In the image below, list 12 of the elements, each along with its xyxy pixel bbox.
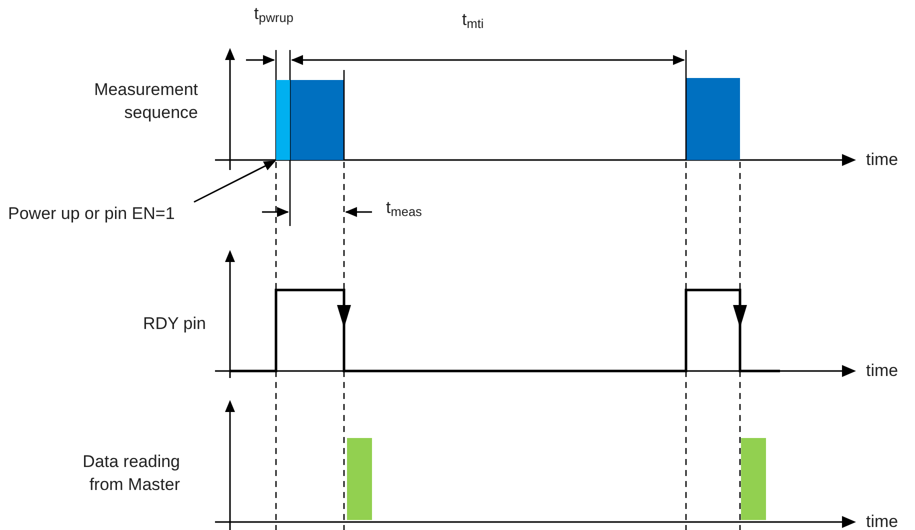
- signal-label: t$_{pwrup}$: [254, 3, 294, 25]
- annotation-text: Power up or pin EN=1: [8, 202, 198, 226]
- power-up-pulse: [276, 80, 290, 160]
- signal-label: time: [866, 511, 900, 530]
- signal-label: time: [866, 360, 900, 382]
- leader-line: [194, 160, 276, 203]
- signal-label: time: [866, 149, 900, 171]
- signal-label: Data reading from Master: [82, 451, 180, 496]
- signal-label: RDY pin: [142, 313, 206, 335]
- signal-label: Measurement sequence: [93, 79, 198, 124]
- signal-label: t$_{meas}$: [386, 197, 423, 219]
- signal-label: t$_{mti}$: [462, 9, 485, 31]
